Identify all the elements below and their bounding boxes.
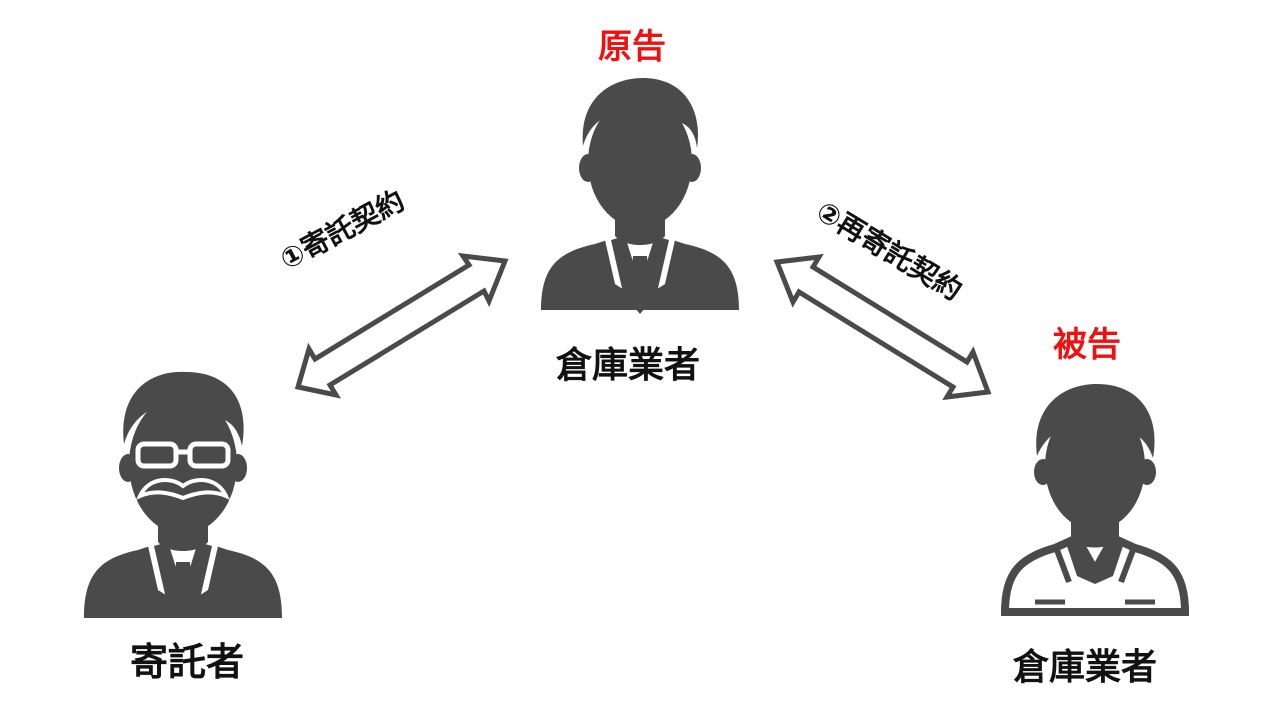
man-casual-shirt-icon: [1000, 384, 1190, 616]
double-arrow-right: [773, 253, 992, 401]
center-name-label: 倉庫業者: [556, 345, 701, 386]
defendant-role-label: 被告: [1053, 325, 1121, 365]
plaintiff-role-label: 原告: [598, 27, 666, 67]
man-with-glasses-and-mustache-icon: [84, 371, 282, 618]
depositor-name-label: 寄託者: [130, 640, 245, 684]
right-name-label: 倉庫業者: [1013, 647, 1158, 688]
businessman-icon: [541, 78, 739, 314]
double-arrow-left: [294, 252, 509, 399]
